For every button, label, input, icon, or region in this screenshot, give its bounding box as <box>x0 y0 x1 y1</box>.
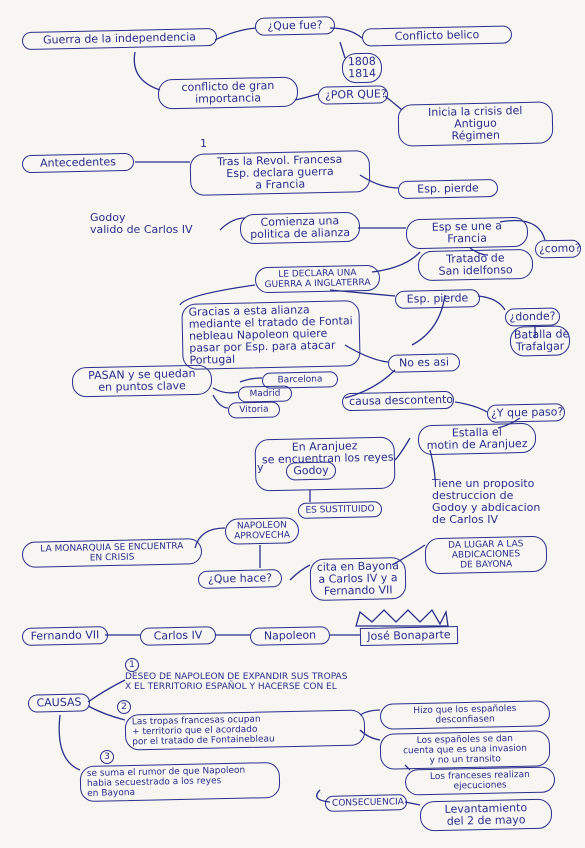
number-1: 1 <box>200 137 207 150</box>
line: GUERRA A INGLATERRA <box>264 277 371 291</box>
node-esp-pierde-1: Esp. pierde <box>397 178 499 200</box>
node-abdicaciones-bayona: DA LUGAR A LAS ABDICACIONES DE BAYONA <box>424 535 548 575</box>
node-cita-bayona: cita en Bayona a Carlos IV y a Fernando … <box>309 556 407 602</box>
causa-number-2: 2 <box>117 700 131 714</box>
conjunction-y: y <box>257 461 264 474</box>
node-napoleon-aprovecha: NAPOLEON APROVECHA <box>224 517 300 545</box>
node-tratado-san-ildefonso: Tratado de San idelfonso <box>417 248 534 282</box>
node-deseo-napoleon: DESEO DE NAPOLEON DE EXPANDIR SUS TROPAS… <box>125 672 347 692</box>
line: X EL TERRITORIO ESPAÑOL Y HACERSE CON EL <box>125 682 337 692</box>
node-tropas-francesas: Las tropas francesas ocupan + territorio… <box>124 709 366 751</box>
node-monarquia-crisis: LA MONARQUIA SE ENCUENTRA EN CRISIS <box>21 538 203 568</box>
line: DESEO DE NAPOLEON DE EXPANDIR SUS TROPAS <box>125 672 348 682</box>
node-motin-aranjuez: Estalla el motin de Aranjuez <box>417 422 537 456</box>
node-inicia-crisis: Inicia la crisis del Antiguo Régimen <box>397 101 554 147</box>
node-como: ¿como? <box>534 239 582 259</box>
node-levantamiento-2-mayo: Levantamiento del 2 de mayo <box>419 798 553 832</box>
node-conflicto-gran-importancia: conflicto de gran importancia <box>157 76 299 110</box>
line: destruccion de <box>432 489 514 502</box>
line: motin de Aranjuez <box>426 436 528 453</box>
line: Godoy y abdicacion <box>432 501 541 514</box>
line: Trafalgar <box>515 339 565 354</box>
node-espanoles-cuenta: Los españoles se dan cuenta que es una i… <box>379 730 551 770</box>
node-por-que: ¿POR QUE? <box>317 85 389 105</box>
node-tras-revolucion: Tras la Revol. Francesa Esp. declara gue… <box>189 150 371 196</box>
line: del 2 de mayo <box>446 813 526 828</box>
node-comienza-politica: Comienza una politica de alianza <box>239 211 361 245</box>
node-causa-descontento: causa descontento <box>341 390 455 412</box>
node-godoy-2: Godoy <box>285 461 337 481</box>
line: Tiene un proposito <box>432 477 535 490</box>
causa-number-3: 3 <box>100 750 114 764</box>
line: en puntos clave <box>98 379 187 394</box>
node-esp-se-une-francia: Esp se une a Francia <box>405 216 529 250</box>
crown-icon <box>355 608 449 627</box>
node-antecedentes: Antecedentes <box>21 152 135 174</box>
node-consecuencia: CONSECUENCIA <box>324 794 408 812</box>
node-vitoria: Vitoria <box>227 401 281 419</box>
node-y-que-paso: ¿Y que paso? <box>486 403 566 423</box>
line: San idelfonso <box>438 263 513 278</box>
node-madrid: Madrid <box>237 385 293 403</box>
node-donde: ¿donde? <box>504 307 561 327</box>
node-fechas: 1808 1814 <box>341 52 383 84</box>
line: a Francia <box>255 177 306 192</box>
node-conflicto-belico: Conflicto belico <box>361 25 513 47</box>
line: Francia <box>447 231 488 246</box>
node-que-fue: ¿Que fue? <box>254 16 336 36</box>
node-jose-bonaparte: José Bonaparte <box>359 625 459 647</box>
node-declara-guerra-inglaterra: LE DECLARA UNA GUERRA A INGLATERRA <box>254 264 381 294</box>
node-que-hace: ¿Que hace? <box>197 569 283 589</box>
line: DE BAYONA <box>460 559 513 571</box>
line: desconfiasen <box>435 714 495 726</box>
node-gracias-alianza: Gracias a esta alianza mediante el trata… <box>181 300 361 370</box>
node-batalla-trafalgar: Batalla de Trafalgar <box>509 325 571 357</box>
node-no-es-asi: No es asi <box>387 353 461 373</box>
line: APROVECHA <box>234 530 291 542</box>
line: Godoy <box>90 211 126 224</box>
node-causas: CAUSAS <box>27 693 91 713</box>
node-carlos-iv: Carlos IV <box>139 626 217 646</box>
node-proposito: Tiene un proposito destruccion de Godoy … <box>432 478 540 526</box>
node-rumor-napoleon: se suma el rumor de que Napoleon habia s… <box>79 761 281 803</box>
line: valido de Carlos IV <box>90 223 193 236</box>
line: politica de alianza <box>250 225 351 242</box>
line: de Carlos IV <box>432 513 498 526</box>
line: Portugal <box>189 352 236 367</box>
line: Régimen <box>451 128 501 143</box>
causa-number-1: 1 <box>125 658 139 672</box>
node-desconfiasen: Hizo que los españoles desconfiasen <box>379 700 551 730</box>
node-godoy-valido: Godoy valido de Carlos IV <box>90 212 193 236</box>
node-napoleon: Napoleon <box>249 626 331 646</box>
node-fernando-vii: Fernando VII <box>21 626 109 646</box>
node-esp-pierde-2: Esp. pierde <box>394 289 481 309</box>
fecha-fin: 1814 <box>347 66 377 81</box>
node-es-sustituido: ES SUSTITUIDO <box>297 501 383 519</box>
node-pasan-puntos-clave: PASAN y se quedan en puntos clave <box>71 364 213 398</box>
node-ejecuciones: Los franceses realizan ejecuciones <box>404 766 556 796</box>
line: Fernando VII <box>323 583 393 598</box>
